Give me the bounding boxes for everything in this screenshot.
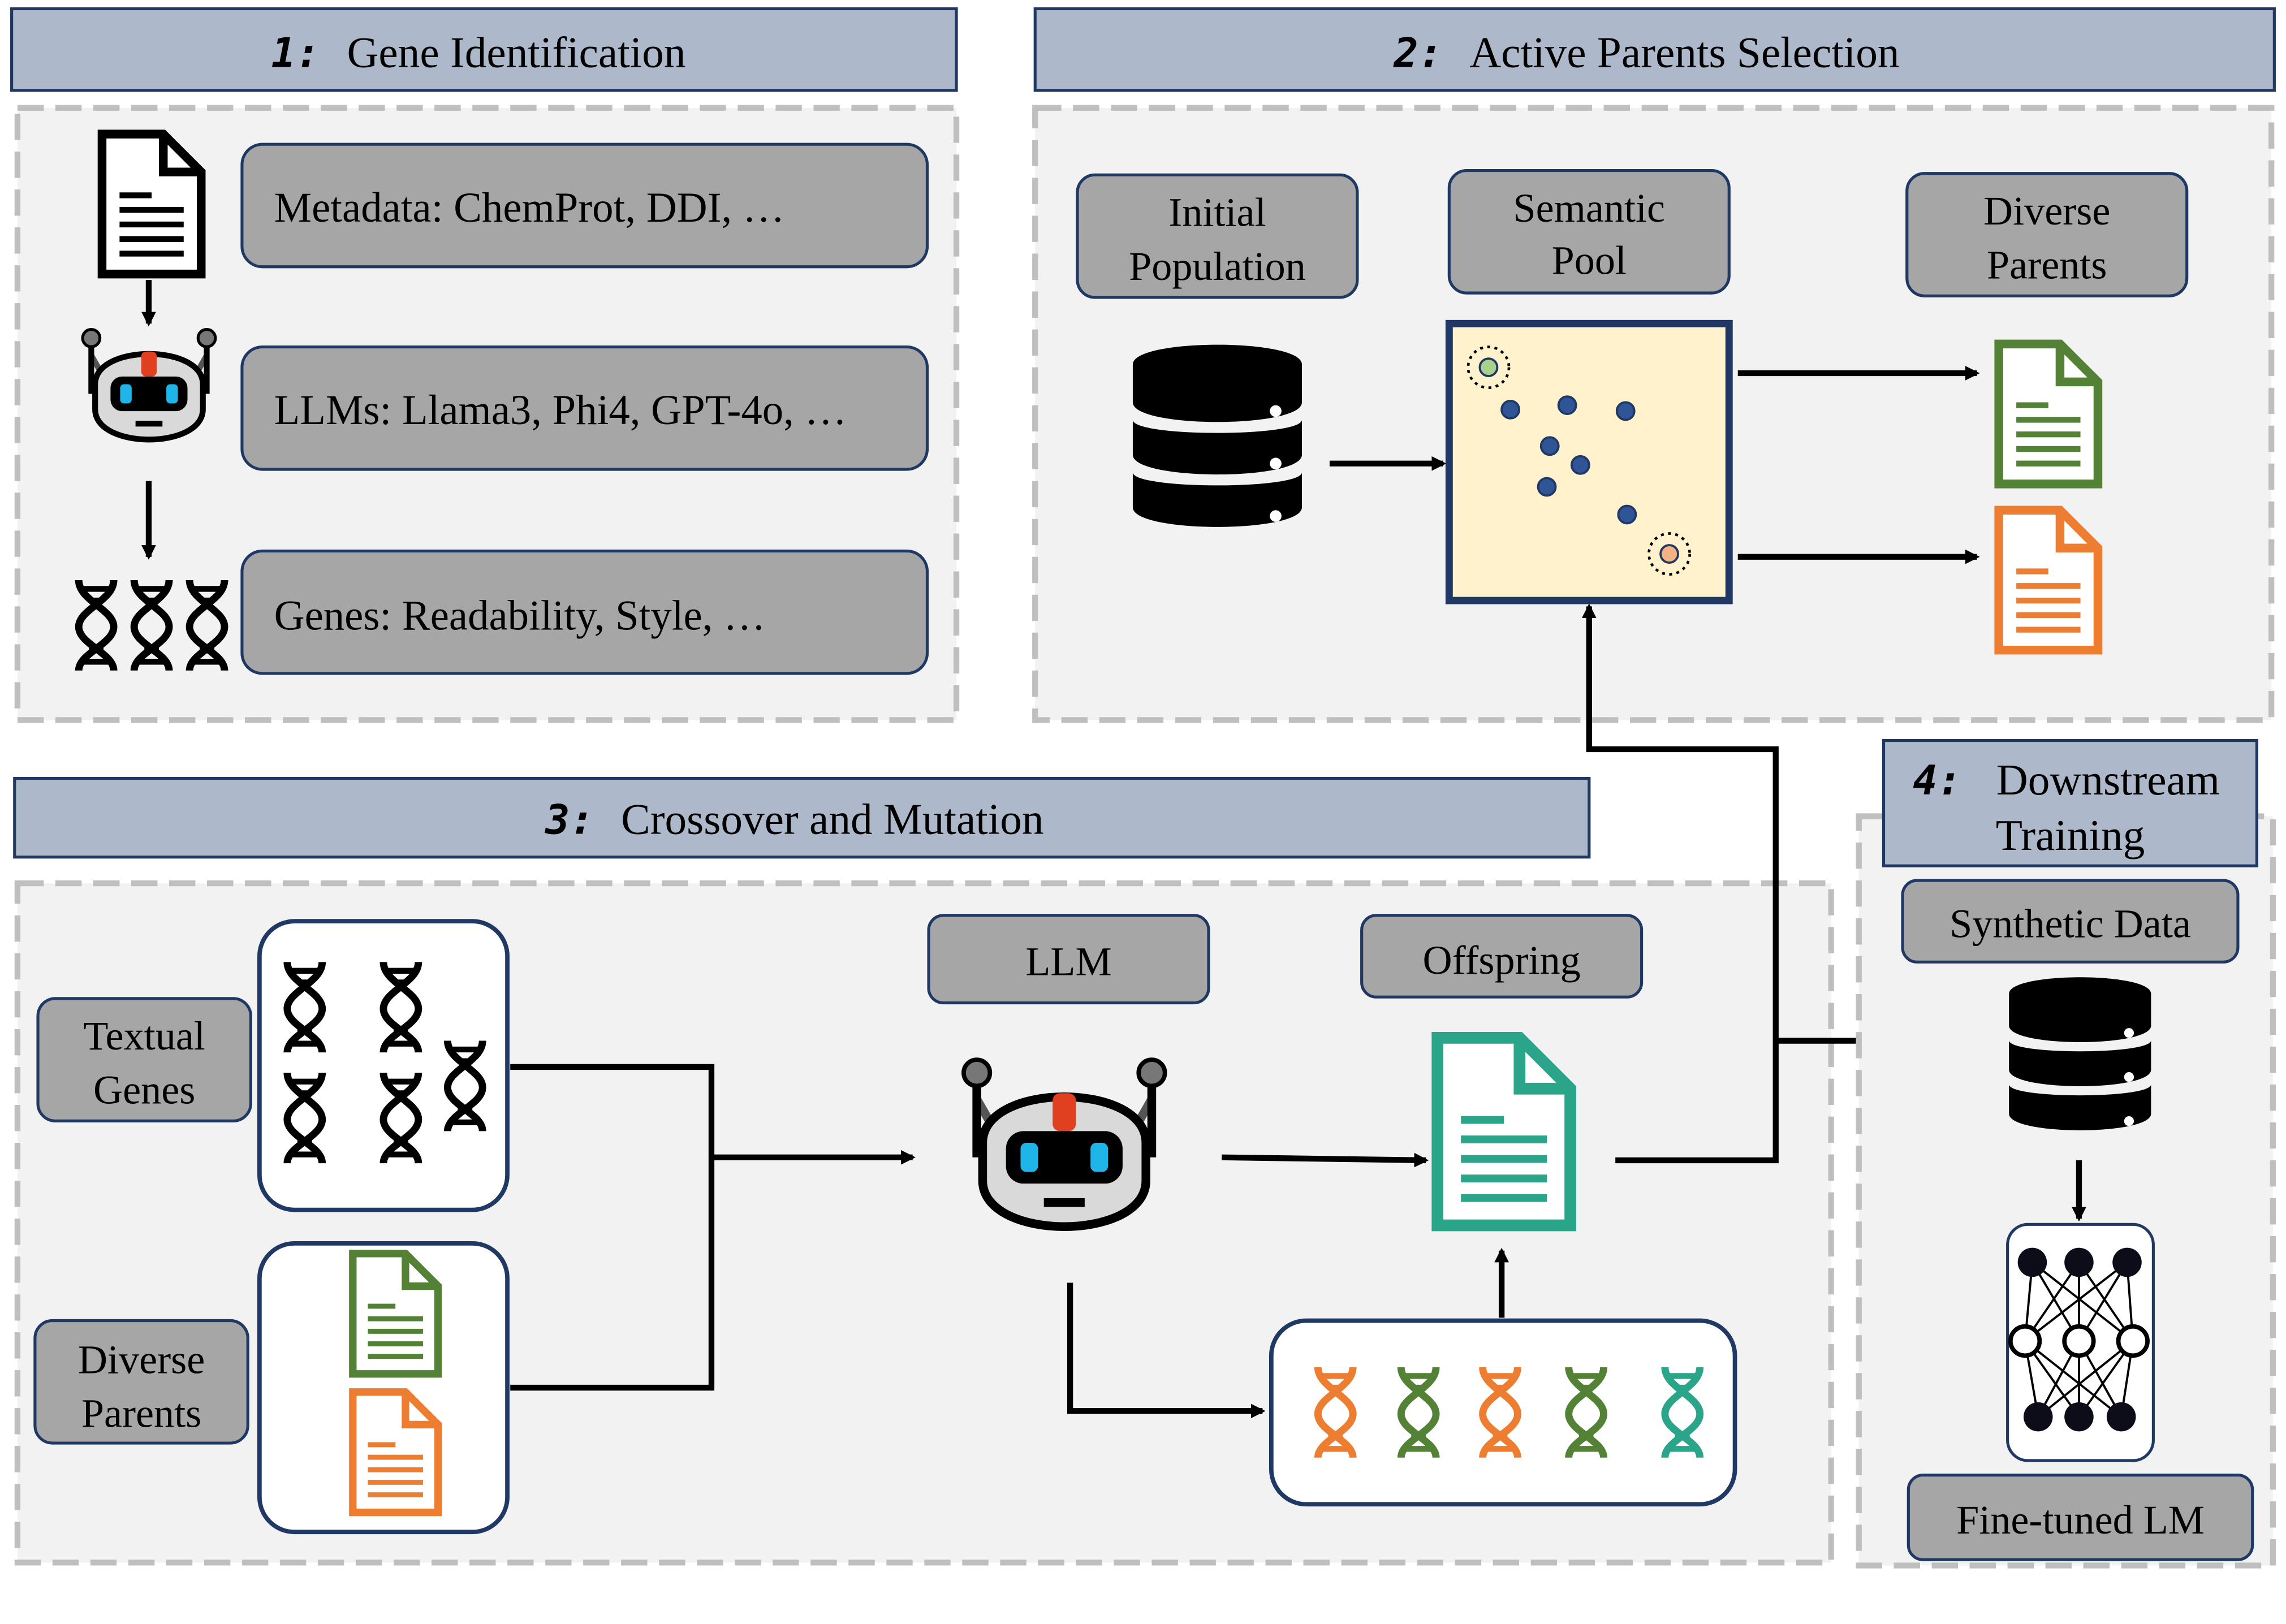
- label-line: Initial: [1168, 190, 1266, 235]
- llm-label: [927, 914, 1210, 1005]
- neural-network-icon: [2008, 1247, 2150, 1432]
- genes-text: Genes: Readability, Style, …: [274, 593, 766, 640]
- pool-point: [1539, 436, 1560, 456]
- llms-text: LLMs: Llama3, Phi4, GPT-4o, …: [274, 387, 847, 434]
- section-title: Gene Identification: [347, 28, 686, 77]
- label-line: Offspring: [1423, 938, 1581, 983]
- synthetic-data-label: [1901, 879, 2240, 964]
- diverse-parents-box: [257, 1241, 510, 1535]
- header-crossover: [13, 776, 1591, 859]
- pool-point: [1537, 477, 1557, 497]
- finetuned-lm-label: [1907, 1474, 2254, 1561]
- metadata-box: [240, 142, 929, 269]
- orange-document-icon: [1999, 510, 2098, 650]
- pool-point: [1617, 504, 1637, 525]
- section-number: 3:: [544, 797, 594, 844]
- section-number: 2:: [1392, 30, 1443, 77]
- pool-point: [1500, 399, 1521, 420]
- label-line: Semantic: [1513, 185, 1666, 231]
- textual-genes-label: [36, 997, 252, 1122]
- section-downstream-training: 4: Downstream Training Synthetic Data: [1856, 738, 2276, 1569]
- label-line: Genes: [93, 1067, 195, 1112]
- llms-box: [240, 345, 929, 471]
- label-line: Parents: [81, 1391, 201, 1436]
- label-line: Synthetic Data: [1949, 901, 2191, 947]
- offspring-genes-box: [1269, 1318, 1737, 1507]
- section-crossover-mutation: 3: Crossover and Mutation Textual Genes …: [13, 603, 1942, 1566]
- label-line: Fine-tuned LM: [1956, 1497, 2205, 1543]
- label-line: Diverse: [1983, 188, 2110, 234]
- arrow-feedback-to-pool: [1581, 603, 1779, 1164]
- section-title: Training: [1996, 811, 2145, 859]
- green-document-icon: [353, 1254, 438, 1374]
- database-icon: [1132, 344, 1302, 527]
- green-document-icon: [1999, 344, 2098, 483]
- label-line: Population: [1129, 244, 1306, 289]
- pool-point: [1570, 455, 1590, 475]
- label-line: Diverse: [78, 1337, 205, 1382]
- label-line: Textual: [84, 1013, 205, 1059]
- header-active-parents: [1033, 7, 2276, 92]
- section-title: Downstream: [1996, 755, 2220, 804]
- label-line: Pool: [1552, 238, 1627, 283]
- header-downstream: [1882, 738, 2259, 867]
- semantic-pool-label: [1447, 169, 1731, 295]
- diverse-parents-label: [1905, 172, 2189, 297]
- section-active-parents-selection: 2: Active Parents Selection Initial Popu…: [1032, 7, 2276, 723]
- pool-point: [1557, 395, 1577, 416]
- selected-point-orange: [1647, 532, 1691, 576]
- section-title: Crossover and Mutation: [621, 795, 1043, 844]
- arrow-right: [1222, 1152, 1429, 1168]
- pool-points: [1500, 395, 1637, 525]
- metadata-text: Metadata: ChemProt, DDI, …: [274, 184, 785, 231]
- section-gene-identification: 1: Gene Identification Metadata: ChemPro…: [10, 7, 960, 723]
- offspring-document-icon: [1438, 1038, 1571, 1225]
- pool-point: [1615, 401, 1636, 421]
- document-icon: [102, 134, 201, 274]
- section-title: Active Parents Selection: [1469, 28, 1899, 77]
- orange-document-icon: [353, 1392, 438, 1513]
- arrow-mutation: [1067, 1282, 1266, 1419]
- merge-connector: [510, 1064, 715, 1391]
- label-line: LLM: [1025, 939, 1111, 984]
- offspring-label: [1360, 914, 1644, 999]
- database-icon: [2009, 977, 2151, 1130]
- section-number: 4:: [1913, 757, 1962, 805]
- genes-box: [240, 549, 929, 675]
- header-gene-identification: [10, 7, 958, 92]
- section-number: 1:: [271, 30, 320, 77]
- textual-genes-box: [257, 919, 510, 1212]
- diverse-parents-label: [33, 1319, 249, 1445]
- label-line: Parents: [1987, 242, 2107, 287]
- initial-population-label: [1076, 173, 1359, 299]
